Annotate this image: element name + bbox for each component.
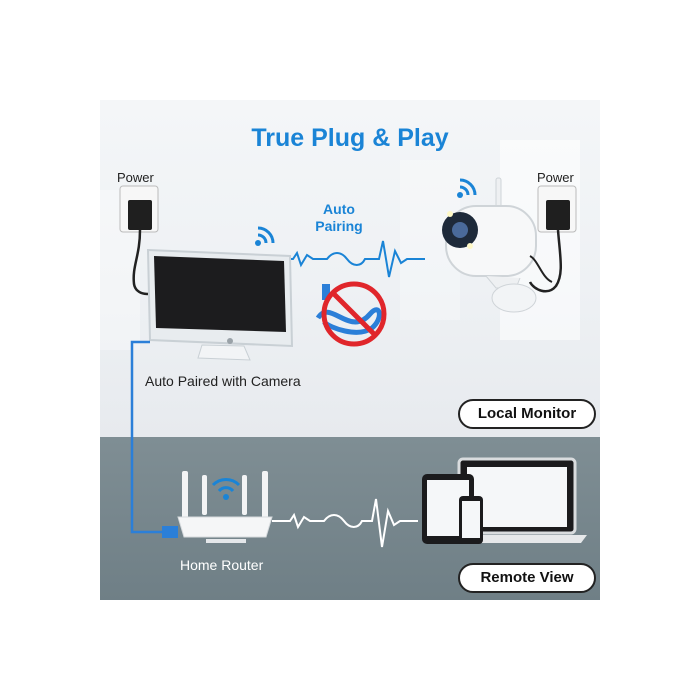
- auto-pairing-line1: Auto: [323, 201, 355, 217]
- remote-view-badge: Remote View: [458, 563, 596, 593]
- laptop-icon: [449, 457, 587, 543]
- router-icon: [177, 471, 273, 543]
- router-caption: Home Router: [180, 557, 264, 573]
- auto-pairing-label: Auto Pairing: [309, 201, 369, 235]
- page-title: True Plug & Play: [251, 124, 449, 152]
- pairing-signal-wave: [275, 240, 425, 278]
- power-label-left: Power: [117, 170, 154, 185]
- auto-pairing-line2: Pairing: [315, 218, 363, 234]
- camera-icon: [442, 177, 553, 313]
- power-adapter-icon: [119, 185, 159, 296]
- monitor-caption: Auto Paired with Camera: [145, 373, 301, 389]
- remote-signal-wave: [272, 498, 418, 548]
- wifi-icon: [255, 226, 275, 246]
- local-monitor-badge: Local Monitor: [458, 399, 596, 429]
- power-adapter-icon: [528, 185, 577, 293]
- wifi-icon: [457, 178, 477, 198]
- phone-icon: [459, 496, 483, 544]
- no-cable-icon: [315, 281, 387, 347]
- wifi-icon: [211, 478, 241, 500]
- monitor-icon: [146, 248, 294, 361]
- ethernet-connection-line: [130, 340, 178, 538]
- power-label-right: Power: [537, 170, 574, 185]
